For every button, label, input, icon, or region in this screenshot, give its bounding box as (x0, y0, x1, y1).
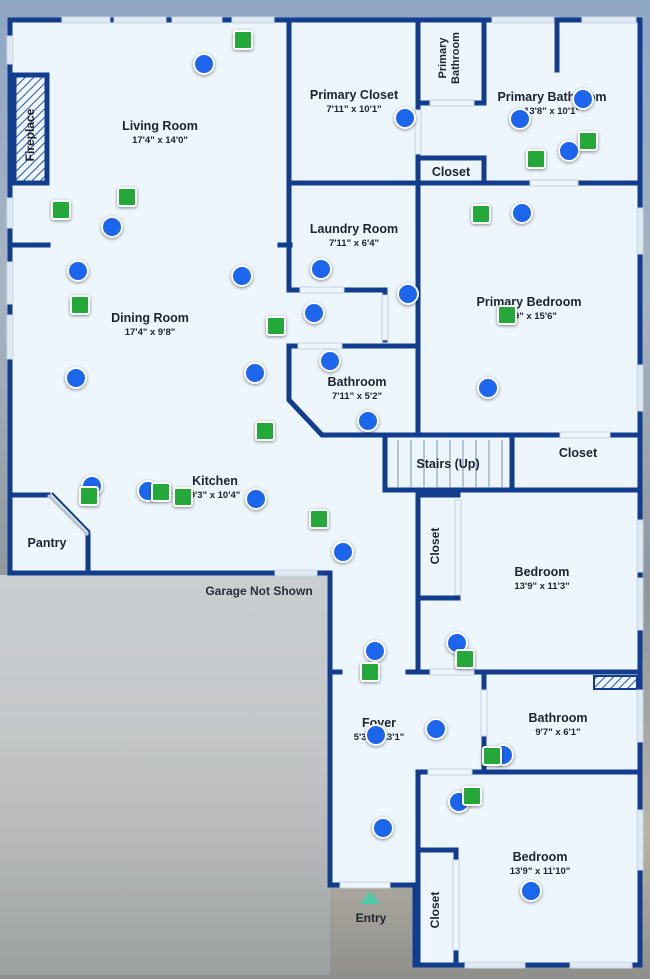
room-bathroom[interactable]: Bathroom 7'11" x 5'2" (327, 375, 386, 402)
room-dimensions: 13'8" x 10'1" (524, 106, 580, 117)
room-laundry-room[interactable]: Laundry Room 7'11" x 6'4" (310, 222, 398, 249)
photo-marker[interactable] (520, 880, 542, 902)
photo-marker[interactable] (364, 640, 386, 662)
video-marker[interactable] (151, 482, 171, 502)
video-marker[interactable] (455, 649, 475, 669)
room-name: Primary Bedroom (476, 295, 582, 309)
video-marker[interactable] (497, 305, 517, 325)
primary-bathroom-wc-text: Primary Bathroom (437, 32, 462, 84)
video-marker[interactable] (360, 662, 380, 682)
photo-marker[interactable] (244, 362, 266, 384)
room-primary-bedroom[interactable]: Primary Bedroom 13'9" x 15'6" (477, 295, 582, 322)
photo-marker[interactable] (193, 53, 215, 75)
photo-marker[interactable] (101, 216, 123, 238)
room-name: Dining Room (111, 311, 189, 325)
photo-marker[interactable] (558, 140, 580, 162)
room-dimensions: 7'11" x 5'2" (332, 391, 382, 402)
stairs-drawing (397, 440, 503, 487)
video-marker[interactable] (309, 509, 329, 529)
entry-arrow-icon (360, 891, 380, 904)
windows (6, 16, 644, 969)
room-kitchen[interactable]: Kitchen 9'3" x 10'4" (190, 474, 241, 501)
photo-marker[interactable] (511, 202, 533, 224)
photo-marker[interactable] (372, 817, 394, 839)
fireplace-label: Fireplace (23, 108, 37, 162)
doors (297, 99, 611, 951)
photo-marker[interactable] (357, 410, 379, 432)
video-marker[interactable] (255, 421, 275, 441)
room-dimensions: 7'11" x 10'1" (326, 104, 382, 115)
room-name: Living Room (122, 119, 198, 133)
outer-wall (7, 17, 643, 968)
room-dimensions: 9'7" x 6'1" (535, 727, 581, 738)
video-marker[interactable] (173, 487, 193, 507)
stairs-label: Stairs (Up) (416, 457, 480, 471)
photo-marker[interactable] (65, 367, 87, 389)
linen-hatch (593, 675, 638, 690)
room-dining-room[interactable]: Dining Room 17'4" x 9'8" (111, 311, 189, 338)
photo-marker[interactable] (509, 108, 531, 130)
room-dimensions: 13'9" x 11'3" (514, 581, 570, 592)
closet-stairs-label: Closet (558, 446, 598, 460)
closet-primary-label: Closet (431, 165, 471, 179)
room-dimensions: 9'3" x 10'4" (189, 490, 241, 501)
photo-marker[interactable] (303, 302, 325, 324)
photo-marker[interactable] (394, 107, 416, 129)
photo-marker[interactable] (397, 283, 419, 305)
video-marker[interactable] (482, 746, 502, 766)
room-dimensions: 17'4" x 9'8" (124, 327, 176, 338)
photo-marker[interactable] (67, 260, 89, 282)
room-dimensions: 7'11" x 6'4" (329, 238, 379, 249)
garage-note: Garage Not Shown (205, 584, 313, 598)
room-bedroom[interactable]: Bedroom 13'9" x 11'3" (514, 565, 569, 592)
photo-marker[interactable] (332, 541, 354, 563)
photo-marker[interactable] (319, 350, 341, 372)
photo-marker[interactable] (231, 265, 253, 287)
closet-bedroom2-label: Closet (428, 891, 442, 929)
room-name: Bedroom (512, 850, 568, 864)
room-name: Laundry Room (309, 222, 399, 236)
video-marker[interactable] (70, 295, 90, 315)
photo-marker[interactable] (310, 258, 332, 280)
room-bedroom-2[interactable]: Bedroom 13'9" x 11'10" (510, 850, 571, 877)
room-dimensions: 13'9" x 11'10" (509, 866, 571, 877)
photo-marker[interactable] (425, 718, 447, 740)
video-marker[interactable] (462, 786, 482, 806)
entry-label: Entry (355, 911, 387, 925)
room-living-room[interactable]: Living Room 17'4" x 14'0" (122, 119, 198, 146)
room-name: Bathroom (528, 711, 588, 725)
video-marker[interactable] (79, 486, 99, 506)
pantry-label: Pantry (27, 536, 67, 550)
video-marker[interactable] (117, 187, 137, 207)
video-marker[interactable] (233, 30, 253, 50)
background-garage-blur (0, 575, 330, 975)
room-name: Bathroom (327, 375, 387, 389)
video-marker[interactable] (471, 204, 491, 224)
photo-marker[interactable] (365, 724, 387, 746)
fireplace-box (11, 72, 50, 186)
photo-marker[interactable] (477, 377, 499, 399)
room-dimensions: 13'9" x 15'6" (501, 311, 557, 322)
closet-bedroom1-label: Closet (428, 527, 442, 565)
room-dimensions: 17'4" x 14'0" (132, 135, 188, 146)
photo-marker[interactable] (572, 88, 594, 110)
video-marker[interactable] (578, 131, 598, 151)
room-name: Primary Closet (309, 88, 399, 102)
room-name: Kitchen (192, 474, 238, 488)
room-primary-closet[interactable]: Primary Closet 7'11" x 10'1" (310, 88, 398, 115)
room-bathroom-2[interactable]: Bathroom 9'7" x 6'1" (528, 711, 587, 738)
video-marker[interactable] (526, 149, 546, 169)
room-name: Bedroom (514, 565, 570, 579)
photo-marker[interactable] (245, 488, 267, 510)
video-marker[interactable] (266, 316, 286, 336)
video-marker[interactable] (51, 200, 71, 220)
